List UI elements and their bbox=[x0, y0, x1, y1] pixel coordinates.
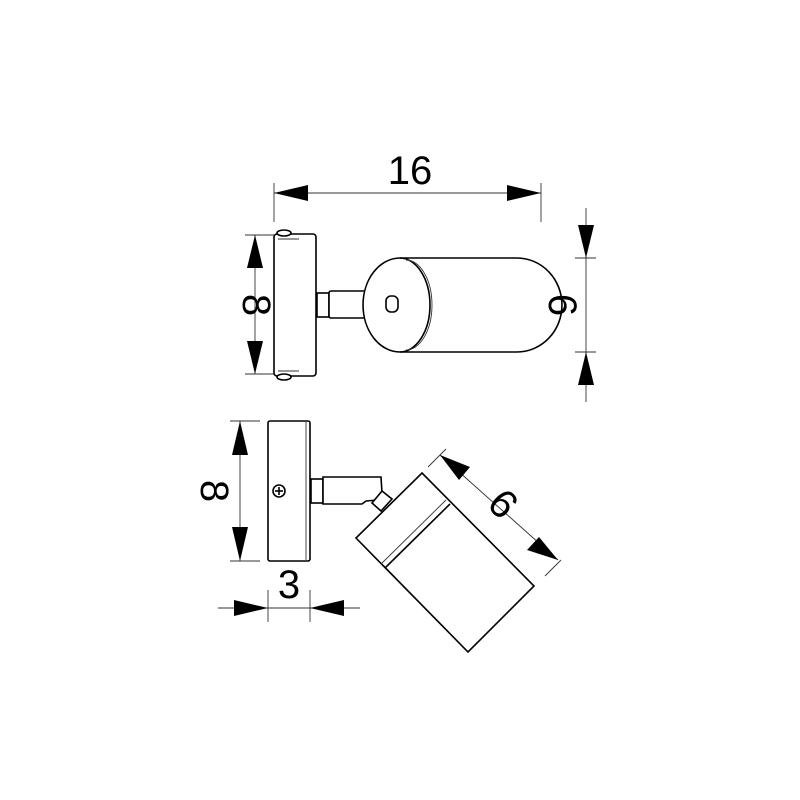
lamp-cylinder bbox=[362, 257, 563, 353]
width-dimension: 16 bbox=[273, 149, 542, 222]
plate-height-dimension: 8 bbox=[234, 234, 278, 375]
side-plate-height-label: 8 bbox=[192, 480, 236, 502]
side-lamp-cylinder bbox=[354, 471, 536, 654]
side-wall-plate bbox=[267, 420, 311, 562]
lamp-diameter-dimension: 6 bbox=[540, 208, 596, 402]
plate-height-label: 8 bbox=[234, 294, 278, 316]
side-view: 8 9 bbox=[192, 420, 562, 654]
lamp-diameter-label: 6 bbox=[540, 294, 584, 316]
width-label: 16 bbox=[388, 149, 433, 193]
plate-depth-dimension: 3 bbox=[218, 563, 360, 622]
lamp-length-label: 9 bbox=[480, 480, 527, 527]
wall-plate bbox=[273, 229, 317, 381]
side-arm bbox=[310, 476, 394, 513]
screw-icon bbox=[272, 484, 286, 498]
top-view: 16 8 bbox=[234, 149, 596, 402]
plate-depth-label: 3 bbox=[278, 563, 300, 607]
side-plate-height-dimension: 8 bbox=[192, 420, 260, 562]
